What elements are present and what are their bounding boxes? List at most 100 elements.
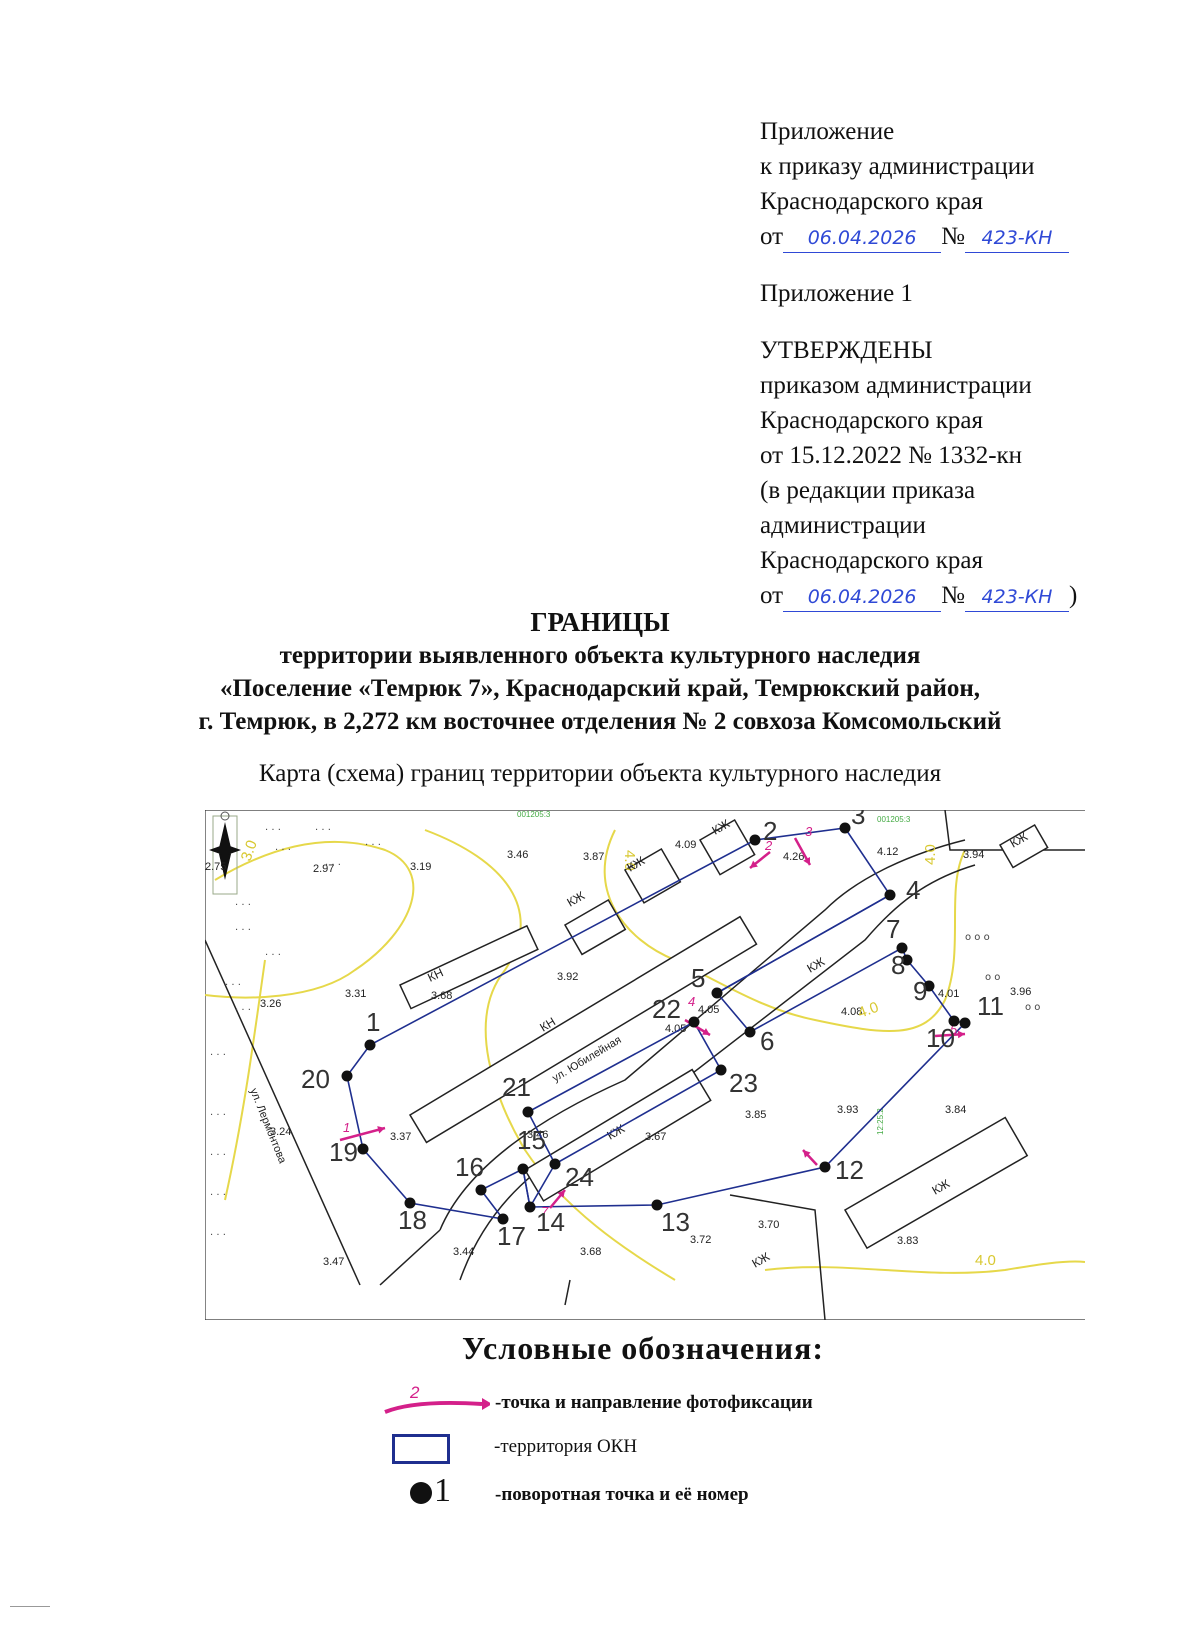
building — [399, 924, 539, 1010]
boundary-point-number: 16 — [455, 1152, 484, 1182]
legend-title: Условные обозначения: — [462, 1330, 824, 1366]
boundary-point-marker — [357, 1143, 369, 1155]
boundary-point-marker — [341, 1070, 353, 1082]
boundary-point-number: 7 — [886, 914, 900, 944]
building — [563, 898, 627, 956]
boundary-point-number: 23 — [729, 1068, 758, 1098]
symbol-dots: . . . — [265, 822, 281, 833]
boundary-point-marker — [959, 1017, 971, 1029]
map-caption: Карта (схема) границ территории объекта … — [258, 760, 942, 787]
number-prefix: № — [941, 582, 965, 609]
handwritten-date: 06.04.2026 — [783, 583, 942, 612]
boundary-point-number: 5 — [691, 963, 705, 993]
photo-point-number: 3 — [805, 824, 813, 839]
header-line: (в редакции приказа — [760, 477, 976, 504]
boundary-point-number: 19 — [329, 1137, 358, 1167]
boundary-point-marker — [923, 980, 935, 992]
boundary-point-number: 15 — [517, 1125, 546, 1155]
north-arrow-icon — [209, 811, 241, 895]
building-label: КН — [537, 1015, 558, 1035]
legend-photo-row: 2 -точка и направление фотофиксации — [380, 1384, 940, 1424]
territory-swatch-icon — [392, 1434, 450, 1464]
legend-territory-row: -территория ОКН — [392, 1432, 912, 1468]
elevation-mark: 3.84 — [945, 1104, 966, 1116]
elevation-mark: 3.44 — [453, 1246, 474, 1258]
building — [698, 818, 756, 876]
legend-point-row: 1 -поворотная точка и её номер — [410, 1472, 930, 1514]
header-line: к приказу администрации — [760, 153, 1035, 180]
road-edge — [564, 1279, 571, 1306]
title-line: г. Темрюк, в 2,272 км восточнее отделени… — [198, 708, 1002, 735]
legend-point-text: -поворотная точка и её номер — [495, 1484, 749, 1505]
handwritten-number: 423-КН — [964, 583, 1069, 612]
boundary-point-marker — [688, 1016, 700, 1028]
header-line: приказом администрации — [760, 372, 1032, 399]
boundary-point-marker — [896, 942, 908, 954]
boundary-point-number: 6 — [760, 1026, 774, 1056]
photo-point-number: 7 — [541, 1204, 549, 1219]
road-edge — [439, 839, 966, 1231]
boundary-point-marker — [839, 822, 851, 834]
photo-arrow — [339, 1126, 386, 1142]
contour-line — [764, 1260, 1086, 1274]
road-edge — [729, 1194, 826, 1321]
legend-territory-text: -территория ОКН — [494, 1436, 638, 1457]
symbol-circles: o o o — [965, 932, 990, 943]
cadastral-code: 001205:3 — [517, 810, 551, 819]
photo-arrow-head — [803, 857, 810, 865]
legend-point-num: 1 — [434, 1472, 451, 1509]
header-line: Приложение — [760, 118, 895, 145]
elevation-mark: 3.47 — [323, 1256, 344, 1268]
elevation-mark: 3.46 — [527, 1129, 548, 1141]
building-label: КЖ — [750, 1249, 773, 1270]
symbol-dots: . . . — [275, 842, 291, 853]
elevation-mark: 4.12 — [877, 846, 898, 858]
elevation-mark: 4.05 — [698, 1004, 719, 1016]
boundary-point-number: 9 — [913, 976, 927, 1006]
elevation-mark: 3.85 — [745, 1109, 766, 1121]
header-line: Краснодарского края — [760, 188, 983, 215]
elevation-mark: 3.96 — [1010, 986, 1031, 998]
number-prefix: № — [941, 223, 965, 250]
symbol-dots: . . . — [210, 1047, 226, 1058]
inner-boundary-line — [522, 1163, 556, 1208]
header-line: Краснодарского края — [760, 407, 983, 434]
document-header: Приложение к приказу администрации Красн… — [760, 114, 1180, 613]
boundary-point-number: 1 — [366, 1007, 380, 1037]
elevation-mark: 3.31 — [345, 988, 366, 1000]
point-marker-icon — [410, 1482, 432, 1504]
boundary-point-marker — [651, 1199, 663, 1211]
elevation-mark: 2.75 — [205, 861, 226, 873]
symbol-dots: . . . — [235, 922, 251, 933]
road-edge — [204, 939, 361, 1286]
elevation-mark: 3.70 — [758, 1219, 779, 1231]
building — [408, 915, 758, 1144]
svg-text:2: 2 — [409, 1384, 420, 1402]
elevation-mark: 4.26 — [783, 851, 804, 863]
symbol-dots: . . . — [235, 1002, 251, 1013]
page-edge-mark — [10, 1606, 50, 1607]
boundary-point-number: 17 — [497, 1221, 526, 1251]
building — [843, 1116, 1029, 1250]
title-main: ГРАНИЦЫ — [530, 607, 670, 637]
boundary-point-marker — [364, 1039, 376, 1051]
boundary-point-number: 12 — [835, 1155, 864, 1185]
boundary-map: . . . . . . . . . . . . . . . . . . . . … — [204, 800, 1086, 1321]
boundary-point-marker — [749, 834, 761, 846]
boundary-point-number: 11 — [977, 991, 1004, 1021]
symbol-dots: . . . — [210, 1107, 226, 1118]
elevation-mark: 4.08 — [841, 1006, 862, 1018]
elevation-mark: 3.37 — [390, 1131, 411, 1143]
boundary-point-number: 13 — [661, 1207, 690, 1237]
boundary-point-number: 22 — [652, 994, 681, 1024]
contour-lines — [204, 829, 1086, 1281]
boundary-point-number: 18 — [398, 1205, 427, 1235]
photo-arrow-head — [377, 1126, 385, 1134]
boundary-point-marker — [522, 1106, 534, 1118]
boundary-point-marker — [711, 987, 723, 999]
photo-point-number: 5 — [950, 1022, 958, 1037]
